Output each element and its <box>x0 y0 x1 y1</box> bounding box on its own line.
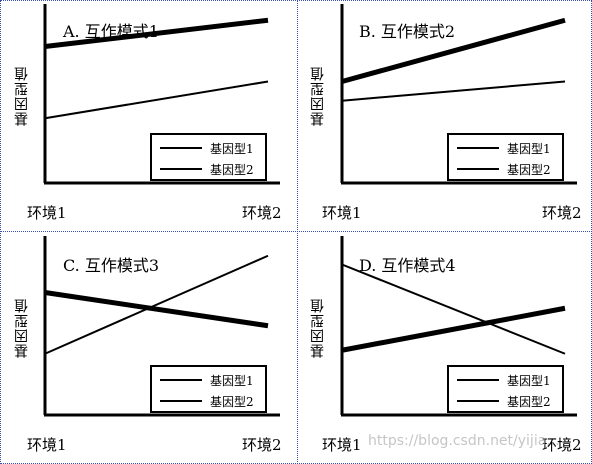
panel-b: B. 互作模式2 基因型值 环境1 环境2 基因型1 基因型2 <box>297 0 592 231</box>
legend-line <box>457 379 499 381</box>
legend-item: 基因型2 <box>160 392 254 410</box>
legend-label: 基因型1 <box>507 141 551 156</box>
legend-item: 基因型1 <box>457 371 551 389</box>
panel-a-legend: 基因型1 基因型2 <box>150 133 267 181</box>
panel-b-legend: 基因型1 基因型2 <box>447 133 564 181</box>
panel-c-ylabel: 基因型值 <box>14 298 30 358</box>
panel-d-ylabel: 基因型值 <box>310 298 326 358</box>
panel-a: A. 互作模式1 基因型值 环境1 环境2 基因型1 基因型2 <box>0 0 297 231</box>
legend-line <box>160 147 202 149</box>
panel-c: C. 互作模式3 基因型值 环境1 环境2 基因型1 基因型2 <box>0 232 297 464</box>
panel-b-plot <box>340 4 577 185</box>
legend-line <box>457 168 499 170</box>
panel-c-x-right: 环境2 <box>242 436 282 454</box>
legend-line <box>457 147 499 149</box>
genotype-line-2 <box>341 263 566 355</box>
panel-b-x-left: 环境1 <box>322 204 362 222</box>
legend-label: 基因型2 <box>210 162 254 177</box>
panel-d-plot <box>340 236 577 417</box>
genotype-line-2 <box>44 80 269 120</box>
genotype-line-1 <box>44 17 269 49</box>
legend-line <box>160 400 202 402</box>
legend-label: 基因型2 <box>507 394 551 409</box>
legend-item: 基因型2 <box>160 160 254 178</box>
legend-label: 基因型1 <box>507 373 551 388</box>
legend-line <box>160 379 202 381</box>
panel-a-title: A. 互作模式1 <box>63 22 159 41</box>
legend-item: 基因型1 <box>160 139 254 157</box>
panel-d-title: D. 互作模式4 <box>359 256 456 275</box>
legend-line <box>457 400 499 402</box>
vertical-divider <box>297 0 298 464</box>
genotype-line-2 <box>341 80 566 102</box>
legend-item: 基因型1 <box>457 139 551 157</box>
panel-a-x-right: 环境2 <box>242 204 282 222</box>
panel-d-x-right: 环境2 <box>542 436 582 454</box>
panel-d-legend: 基因型1 基因型2 <box>447 365 564 413</box>
watermark: https://blog.csdn.net/yijia... <box>368 433 560 449</box>
legend-item: 基因型2 <box>457 160 551 178</box>
panel-b-title: B. 互作模式2 <box>359 22 456 41</box>
panel-a-ylabel: 基因型值 <box>14 66 30 126</box>
legend-item: 基因型1 <box>160 371 254 389</box>
panel-d: D. 互作模式4 基因型值 环境1 环境2 基因型1 基因型2 <box>297 232 592 464</box>
panel-c-plot <box>43 236 280 417</box>
legend-item: 基因型2 <box>457 392 551 410</box>
horizontal-divider <box>0 231 592 232</box>
legend-label: 基因型2 <box>210 394 254 409</box>
panel-d-x-left: 环境1 <box>322 436 362 454</box>
panel-c-x-left: 环境1 <box>27 436 67 454</box>
genotype-line-1 <box>341 17 566 84</box>
panel-c-legend: 基因型1 基因型2 <box>150 365 267 413</box>
genotype-line-1 <box>44 290 269 329</box>
legend-label: 基因型1 <box>210 141 254 156</box>
panel-a-x-left: 环境1 <box>27 204 67 222</box>
genotype-line-2 <box>44 254 269 355</box>
panel-b-x-right: 环境2 <box>542 204 582 222</box>
panel-a-plot <box>43 4 280 185</box>
genotype-line-1 <box>341 305 566 353</box>
legend-line <box>160 168 202 170</box>
legend-label: 基因型2 <box>507 162 551 177</box>
panel-b-ylabel: 基因型值 <box>310 66 326 126</box>
panel-c-title: C. 互作模式3 <box>63 256 160 275</box>
legend-label: 基因型1 <box>210 373 254 388</box>
